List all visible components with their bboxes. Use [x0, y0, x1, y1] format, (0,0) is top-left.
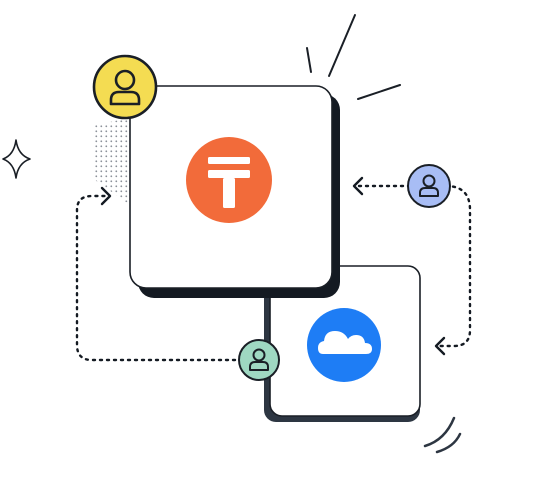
user-avatar-top-left [92, 54, 158, 120]
primary-app-card [129, 85, 340, 298]
swoosh-lines-icon [423, 416, 462, 454]
sparkle-icon [2, 139, 31, 179]
user-avatar-right [407, 164, 451, 208]
person-icon [419, 174, 439, 197]
burst-lines-icon [306, 14, 401, 100]
cloud-logo-icon [307, 308, 381, 382]
user-avatar-bottom [238, 339, 280, 381]
person-icon [249, 348, 269, 371]
tally-t-logo-icon [186, 137, 272, 223]
person-icon [109, 69, 141, 106]
flow-connectors [75, 184, 472, 362]
arrow-heads [100, 176, 446, 356]
secondary-app-card [264, 265, 421, 422]
